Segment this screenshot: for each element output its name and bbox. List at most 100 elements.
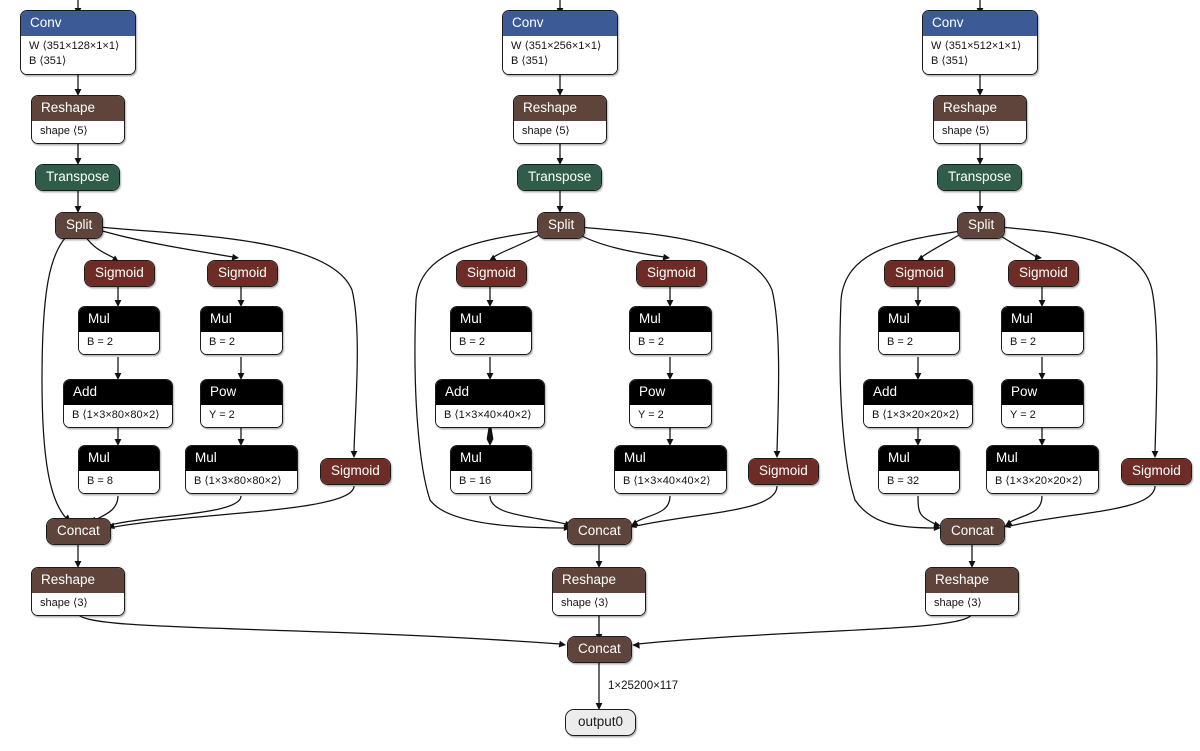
node-reshape-top-col2[interactable]: Reshape shape ⟨5⟩ bbox=[513, 95, 607, 145]
node-title: Mul bbox=[879, 446, 959, 471]
node-concat-col3[interactable]: Concat bbox=[940, 518, 1005, 545]
node-title: Split bbox=[56, 213, 103, 238]
node-title: Split bbox=[958, 213, 1005, 238]
node-title: Mul bbox=[987, 446, 1098, 471]
node-title: Sigmoid bbox=[321, 459, 390, 484]
node-mul-a2-col2[interactable]: Mul B = 16 bbox=[450, 445, 532, 495]
node-title: Concat bbox=[47, 519, 110, 544]
node-transpose-col1[interactable]: Transpose bbox=[35, 164, 121, 191]
node-attrs: B = 2 bbox=[630, 331, 711, 355]
node-mul-b2-col2[interactable]: Mul B ⟨1×3×40×40×2⟩ bbox=[614, 445, 727, 495]
node-attrs: B = 2 bbox=[201, 331, 282, 355]
node-concat-col1[interactable]: Concat bbox=[46, 518, 111, 545]
node-title: Pow bbox=[1002, 380, 1083, 405]
node-reshape-top-col3[interactable]: Reshape shape ⟨5⟩ bbox=[933, 95, 1027, 145]
node-title: Mul bbox=[451, 446, 531, 471]
node-mul-a1-col2[interactable]: Mul B = 2 bbox=[450, 306, 532, 356]
reshape-shape-attr: shape ⟨5⟩ bbox=[40, 124, 88, 137]
node-attrs: B = 16 bbox=[451, 470, 531, 494]
node-mul-b1-col1[interactable]: Mul B = 2 bbox=[200, 306, 283, 356]
node-sigmoid-c-col2[interactable]: Sigmoid bbox=[748, 458, 819, 485]
node-attrs: Y = 2 bbox=[1002, 404, 1083, 428]
node-attrs: Y = 2 bbox=[201, 404, 282, 428]
mul-attr: B = 2 bbox=[459, 335, 485, 348]
node-mul-a2-col1[interactable]: Mul B = 8 bbox=[78, 445, 160, 495]
node-conv-col1[interactable]: Conv W ⟨351×128×1×1⟩ B ⟨351⟩ bbox=[20, 10, 136, 75]
node-add-col3[interactable]: Add B ⟨1×3×20×20×2⟩ bbox=[863, 379, 973, 429]
node-add-col1[interactable]: Add B ⟨1×3×80×80×2⟩ bbox=[63, 379, 173, 429]
node-title: Mul bbox=[1002, 307, 1083, 332]
node-title: Reshape bbox=[934, 96, 1026, 121]
node-pow-col3[interactable]: Pow Y = 2 bbox=[1001, 379, 1084, 429]
node-title: Sigmoid bbox=[208, 261, 277, 286]
mul-attr: B ⟨1×3×80×80×2⟩ bbox=[194, 474, 282, 487]
node-attrs: Y = 2 bbox=[630, 404, 711, 428]
node-add-col2[interactable]: Add B ⟨1×3×40×40×2⟩ bbox=[435, 379, 545, 429]
node-sigmoid-b-col1[interactable]: Sigmoid bbox=[207, 260, 278, 287]
pow-attr: Y = 2 bbox=[209, 408, 235, 421]
node-title: Transpose bbox=[36, 165, 120, 190]
node-sigmoid-c-col1[interactable]: Sigmoid bbox=[320, 458, 391, 485]
node-split-col3[interactable]: Split bbox=[957, 212, 1006, 239]
node-pow-col1[interactable]: Pow Y = 2 bbox=[200, 379, 283, 429]
node-title: Sigmoid bbox=[749, 459, 818, 484]
node-mul-a1-col3[interactable]: Mul B = 2 bbox=[878, 306, 960, 356]
node-transpose-col3[interactable]: Transpose bbox=[937, 164, 1023, 191]
node-title: Pow bbox=[630, 380, 711, 405]
node-sigmoid-a-col1[interactable]: Sigmoid bbox=[84, 260, 155, 287]
node-title: Reshape bbox=[32, 96, 124, 121]
node-reshape-top-col1[interactable]: Reshape shape ⟨5⟩ bbox=[31, 95, 125, 145]
add-attr: B ⟨1×3×80×80×2⟩ bbox=[72, 408, 160, 421]
node-split-col1[interactable]: Split bbox=[55, 212, 104, 239]
node-mul-a2-col3[interactable]: Mul B = 32 bbox=[878, 445, 960, 495]
node-sigmoid-b-col3[interactable]: Sigmoid bbox=[1008, 260, 1079, 287]
node-concat-col2[interactable]: Concat bbox=[567, 518, 632, 545]
node-title: Mul bbox=[451, 307, 531, 332]
node-mul-a1-col1[interactable]: Mul B = 2 bbox=[78, 306, 160, 356]
node-mul-b1-col2[interactable]: Mul B = 2 bbox=[629, 306, 712, 356]
reshape-shape-attr: shape ⟨3⟩ bbox=[40, 596, 88, 609]
node-title: Conv bbox=[21, 11, 135, 36]
node-attrs: W ⟨351×128×1×1⟩ B ⟨351⟩ bbox=[21, 35, 135, 74]
node-attrs: W ⟨351×256×1×1⟩ B ⟨351⟩ bbox=[503, 35, 617, 74]
node-reshape-bottom-col2[interactable]: Reshape shape ⟨3⟩ bbox=[552, 567, 646, 617]
node-sigmoid-b-col2[interactable]: Sigmoid bbox=[636, 260, 707, 287]
node-mul-b2-col3[interactable]: Mul B ⟨1×3×20×20×2⟩ bbox=[986, 445, 1099, 495]
node-title: Reshape bbox=[32, 568, 124, 593]
node-title: Transpose bbox=[518, 165, 602, 190]
mul-attr: B = 2 bbox=[209, 335, 235, 348]
node-attrs: B = 2 bbox=[879, 331, 959, 355]
node-attrs: shape ⟨3⟩ bbox=[553, 592, 645, 616]
node-attrs: shape ⟨3⟩ bbox=[926, 592, 1018, 616]
node-conv-col2[interactable]: Conv W ⟨351×256×1×1⟩ B ⟨351⟩ bbox=[502, 10, 618, 75]
node-pow-col2[interactable]: Pow Y = 2 bbox=[629, 379, 712, 429]
node-conv-col3[interactable]: Conv W ⟨351×512×1×1⟩ B ⟨351⟩ bbox=[922, 10, 1038, 75]
mul-attr: B = 2 bbox=[887, 335, 913, 348]
node-output0[interactable]: output0 bbox=[565, 709, 637, 736]
node-title: Concat bbox=[941, 519, 1004, 544]
node-mul-b1-col3[interactable]: Mul B = 2 bbox=[1001, 306, 1084, 356]
node-attrs: shape ⟨5⟩ bbox=[32, 120, 124, 144]
node-title: Sigmoid bbox=[1122, 459, 1191, 484]
node-attrs: shape ⟨5⟩ bbox=[514, 120, 606, 144]
node-final-concat[interactable]: Concat bbox=[567, 636, 632, 663]
add-attr: B ⟨1×3×20×20×2⟩ bbox=[872, 408, 960, 421]
node-attrs: B = 32 bbox=[879, 470, 959, 494]
mul-attr: B = 8 bbox=[87, 474, 113, 487]
node-title: Transpose bbox=[938, 165, 1022, 190]
node-reshape-bottom-col1[interactable]: Reshape shape ⟨3⟩ bbox=[31, 567, 125, 617]
node-mul-b2-col1[interactable]: Mul B ⟨1×3×80×80×2⟩ bbox=[185, 445, 298, 495]
node-title: Mul bbox=[79, 446, 159, 471]
node-sigmoid-a-col3[interactable]: Sigmoid bbox=[884, 260, 955, 287]
node-sigmoid-c-col3[interactable]: Sigmoid bbox=[1121, 458, 1192, 485]
node-title: Concat bbox=[568, 519, 631, 544]
mul-attr: B = 2 bbox=[87, 335, 113, 348]
pow-attr: Y = 2 bbox=[1010, 408, 1036, 421]
node-transpose-col2[interactable]: Transpose bbox=[517, 164, 603, 191]
node-split-col2[interactable]: Split bbox=[537, 212, 586, 239]
node-title: Add bbox=[864, 380, 972, 405]
node-sigmoid-a-col2[interactable]: Sigmoid bbox=[456, 260, 527, 287]
node-reshape-bottom-col3[interactable]: Reshape shape ⟨3⟩ bbox=[925, 567, 1019, 617]
node-title: Split bbox=[538, 213, 585, 238]
